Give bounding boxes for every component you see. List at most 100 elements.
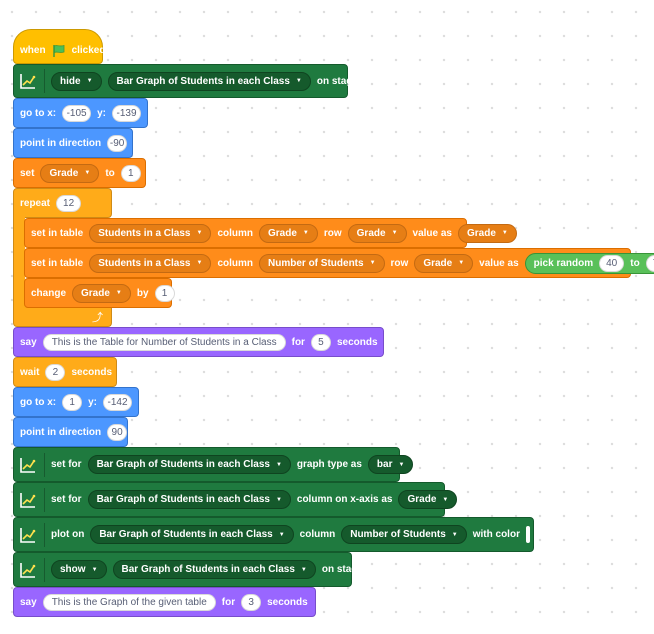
visibility-dropdown[interactable]: hide	[51, 71, 102, 91]
change-value-input[interactable]: 1	[154, 284, 175, 302]
x-input[interactable]: -105	[62, 104, 92, 122]
point-in-direction-block[interactable]: point in direction -90	[13, 128, 133, 158]
on-stage-label: on stage	[321, 564, 363, 575]
green-flag-icon	[52, 44, 66, 58]
graph-name-dropdown[interactable]: Bar Graph of Students in each Class	[90, 525, 294, 544]
seconds-label: seconds	[71, 366, 113, 378]
plot-column-dropdown[interactable]: Number of Students	[341, 525, 467, 544]
say-text-input[interactable]: This is the Graph of the given table	[42, 593, 216, 611]
set-in-table-label: set in table	[31, 227, 84, 239]
wait-input[interactable]: 2	[45, 363, 66, 381]
by-label: by	[136, 287, 149, 299]
seconds-input[interactable]: 5	[310, 333, 331, 351]
repeat-label: repeat	[20, 197, 51, 209]
direction-input[interactable]: 90	[107, 423, 128, 441]
x-axis-column-dropdown[interactable]: Grade	[398, 490, 458, 509]
chart-extension-icon	[18, 557, 45, 582]
y-input[interactable]: -142	[103, 393, 132, 411]
chart-extension-icon	[18, 487, 45, 512]
value-reporter[interactable]: Grade	[458, 223, 517, 243]
x-input[interactable]: 1	[62, 393, 83, 411]
with-color-label: with color	[472, 529, 520, 540]
row-reporter[interactable]: Grade	[414, 253, 474, 273]
hide-graph-block[interactable]: hide Bar Graph of Students in each Class…	[13, 64, 358, 98]
say-text-input[interactable]: This is the Table for Number of Students…	[42, 333, 286, 351]
clicked-label: clicked	[71, 45, 106, 56]
set-in-table-random-block[interactable]: set in table Students in a Class column …	[24, 248, 654, 278]
for-label: for	[291, 336, 305, 348]
seconds-input[interactable]: 3	[241, 593, 262, 611]
value-as-label: value as	[479, 257, 519, 269]
say-for-seconds-block[interactable]: say This is the Graph of the given table…	[13, 587, 316, 617]
point-in-direction-label: point in direction	[20, 137, 102, 149]
change-label: change	[31, 287, 67, 299]
when-label: when	[20, 45, 46, 56]
set-x-axis-block[interactable]: set for Bar Graph of Students in each Cl…	[13, 482, 458, 517]
visibility-dropdown[interactable]: show	[51, 560, 107, 579]
table-dropdown[interactable]: Students in a Class	[89, 223, 212, 243]
column-dropdown[interactable]: Grade	[259, 223, 318, 243]
when-flag-clicked-block[interactable]: when clicked	[13, 29, 106, 64]
y-label: y:	[97, 107, 106, 119]
direction-input[interactable]: -90	[107, 134, 128, 152]
set-variable-block[interactable]: set Grade to 1	[13, 158, 146, 188]
on-stage-label: on stage	[316, 75, 358, 87]
set-in-table-label: set in table	[31, 257, 84, 269]
point-in-direction-label: point in direction	[20, 426, 102, 438]
row-reporter[interactable]: Grade	[347, 223, 407, 243]
repeat-count-input[interactable]: 12	[56, 194, 82, 212]
go-to-x-label: go to x:	[20, 396, 57, 408]
plot-on-block[interactable]: plot on Bar Graph of Students in each Cl…	[13, 517, 534, 552]
point-in-direction-block[interactable]: point in direction 90	[13, 417, 128, 447]
show-graph-block[interactable]: show Bar Graph of Students in each Class…	[13, 552, 363, 587]
column-dropdown[interactable]: Number of Students	[259, 253, 385, 273]
set-for-label: set for	[51, 494, 82, 505]
say-label: say	[20, 336, 37, 348]
graph-name-dropdown[interactable]: Bar Graph of Students in each Class	[107, 71, 311, 91]
chart-extension-icon	[18, 69, 45, 93]
row-label: row	[323, 227, 342, 239]
chart-extension-icon	[18, 522, 45, 547]
say-for-seconds-block[interactable]: say This is the Table for Number of Stud…	[13, 327, 384, 357]
random-from-input[interactable]: 40	[599, 254, 625, 272]
x-axis-label: column on x-axis as	[296, 494, 393, 505]
column-label: column	[217, 257, 254, 269]
loop-arrow-icon: ⤴	[92, 312, 103, 324]
for-label: for	[221, 596, 236, 608]
graph-name-dropdown[interactable]: Bar Graph of Students in each Class	[87, 455, 291, 474]
variable-dropdown[interactable]: Grade	[72, 283, 131, 303]
set-value-input[interactable]: 1	[120, 164, 141, 182]
table-dropdown[interactable]: Students in a Class	[89, 253, 212, 273]
random-to-input[interactable]: 70	[645, 254, 654, 272]
graph-type-label: graph type as	[296, 459, 362, 470]
go-to-xy-block[interactable]: go to x: -105 y: -139	[13, 98, 148, 128]
graph-name-dropdown[interactable]: Bar Graph of Students in each Class	[87, 490, 291, 509]
go-to-xy-block[interactable]: go to x: 1 y: -142	[13, 387, 139, 417]
graph-name-dropdown[interactable]: Bar Graph of Students in each Class	[112, 560, 316, 579]
set-label: set	[20, 167, 35, 179]
wait-label: wait	[20, 366, 40, 378]
pick-random-reporter[interactable]: pick random 40 to 70	[524, 252, 654, 274]
plot-on-label: plot on	[51, 529, 85, 540]
column-label: column	[217, 227, 254, 239]
repeat-arm	[13, 217, 25, 308]
pick-random-label: pick random	[533, 257, 594, 269]
y-input[interactable]: -139	[112, 104, 141, 122]
chart-extension-icon	[18, 452, 45, 477]
variable-dropdown[interactable]: Grade	[40, 163, 100, 183]
go-to-x-label: go to x:	[20, 107, 57, 119]
row-label: row	[390, 257, 409, 269]
repeat-footer: ⤴	[13, 307, 112, 327]
repeat-block[interactable]: repeat 12	[13, 188, 112, 218]
change-variable-block[interactable]: change Grade by 1	[24, 278, 175, 308]
to-label: to	[105, 167, 115, 179]
seconds-label: seconds	[336, 336, 378, 348]
random-to-label: to	[630, 257, 640, 269]
set-in-table-block[interactable]: set in table Students in a Class column …	[24, 218, 517, 248]
wait-block[interactable]: wait 2 seconds	[13, 357, 117, 387]
set-for-label: set for	[51, 459, 82, 470]
color-picker[interactable]	[525, 526, 530, 543]
y-label: y:	[88, 396, 98, 408]
graph-type-dropdown[interactable]: bar	[367, 455, 414, 474]
set-graph-type-block[interactable]: set for Bar Graph of Students in each Cl…	[13, 447, 414, 482]
